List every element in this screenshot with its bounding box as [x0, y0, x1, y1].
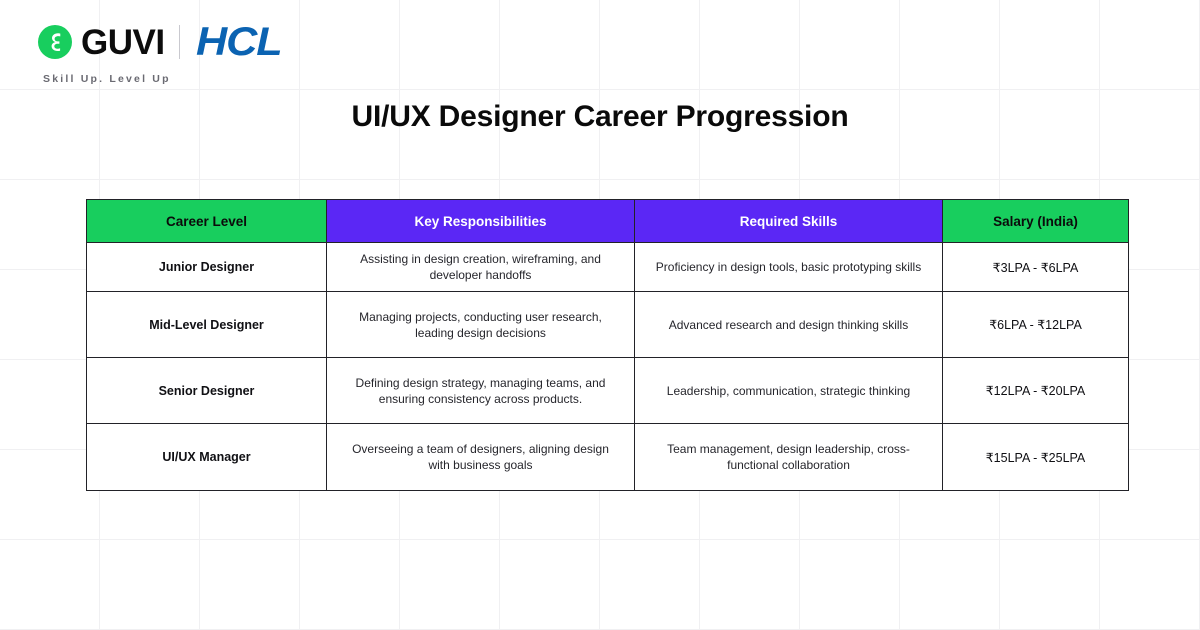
cell-career-level: Mid-Level Designer	[86, 291, 327, 359]
cell-key-responsibilities: Assisting in design creation, wireframin…	[326, 241, 635, 293]
cell-required-skills: Advanced research and design thinking sk…	[634, 291, 943, 359]
career-progression-table: Career Level Key Responsibilities Requir…	[86, 199, 1129, 492]
cell-key-responsibilities: Defining design strategy, managing teams…	[326, 357, 635, 425]
table-body: Junior Designer Assisting in design crea…	[86, 241, 1129, 492]
table-row: Senior Designer Defining design strategy…	[86, 357, 1129, 425]
cell-salary: ₹3LPA - ₹6LPA	[942, 241, 1129, 293]
table-header-row: Career Level Key Responsibilities Requir…	[86, 199, 1129, 243]
cell-salary: ₹15LPA - ₹25LPA	[942, 423, 1129, 492]
table-row: Junior Designer Assisting in design crea…	[86, 241, 1129, 293]
column-header-key-responsibilities: Key Responsibilities	[326, 199, 635, 243]
cell-career-level: Senior Designer	[86, 357, 327, 425]
brand-divider	[178, 25, 180, 59]
guvi-wordmark: GUVI	[81, 22, 165, 62]
column-header-required-skills: Required Skills	[634, 199, 943, 243]
column-header-career-level: Career Level	[86, 199, 327, 243]
cell-required-skills: Team management, design leadership, cros…	[634, 423, 943, 492]
cell-key-responsibilities: Managing projects, conducting user resea…	[326, 291, 635, 359]
cell-salary: ₹6LPA - ₹12LPA	[942, 291, 1129, 359]
cell-career-level: Junior Designer	[86, 241, 327, 293]
table-row: Mid-Level Designer Managing projects, co…	[86, 291, 1129, 359]
guvi-g-mark-icon	[38, 25, 72, 59]
cell-required-skills: Proficiency in design tools, basic proto…	[634, 241, 943, 293]
table-row: UI/UX Manager Overseeing a team of desig…	[86, 423, 1129, 492]
page-title: UI/UX Designer Career Progression	[351, 100, 849, 133]
cell-career-level: UI/UX Manager	[86, 423, 327, 492]
brand-logo-row: GUVI HCL	[38, 20, 282, 64]
column-header-salary-india: Salary (India)	[942, 199, 1129, 243]
brand-tagline: Skill Up. Level Up	[43, 73, 171, 85]
cell-key-responsibilities: Overseeing a team of designers, aligning…	[326, 423, 635, 492]
table-header: Career Level Key Responsibilities Requir…	[86, 199, 1129, 243]
cell-salary: ₹12LPA - ₹20LPA	[942, 357, 1129, 425]
hcl-wordmark: HCL	[195, 20, 283, 64]
brand-bar: GUVI HCL Skill Up. Level Up	[38, 20, 282, 85]
cell-required-skills: Leadership, communication, strategic thi…	[634, 357, 943, 425]
